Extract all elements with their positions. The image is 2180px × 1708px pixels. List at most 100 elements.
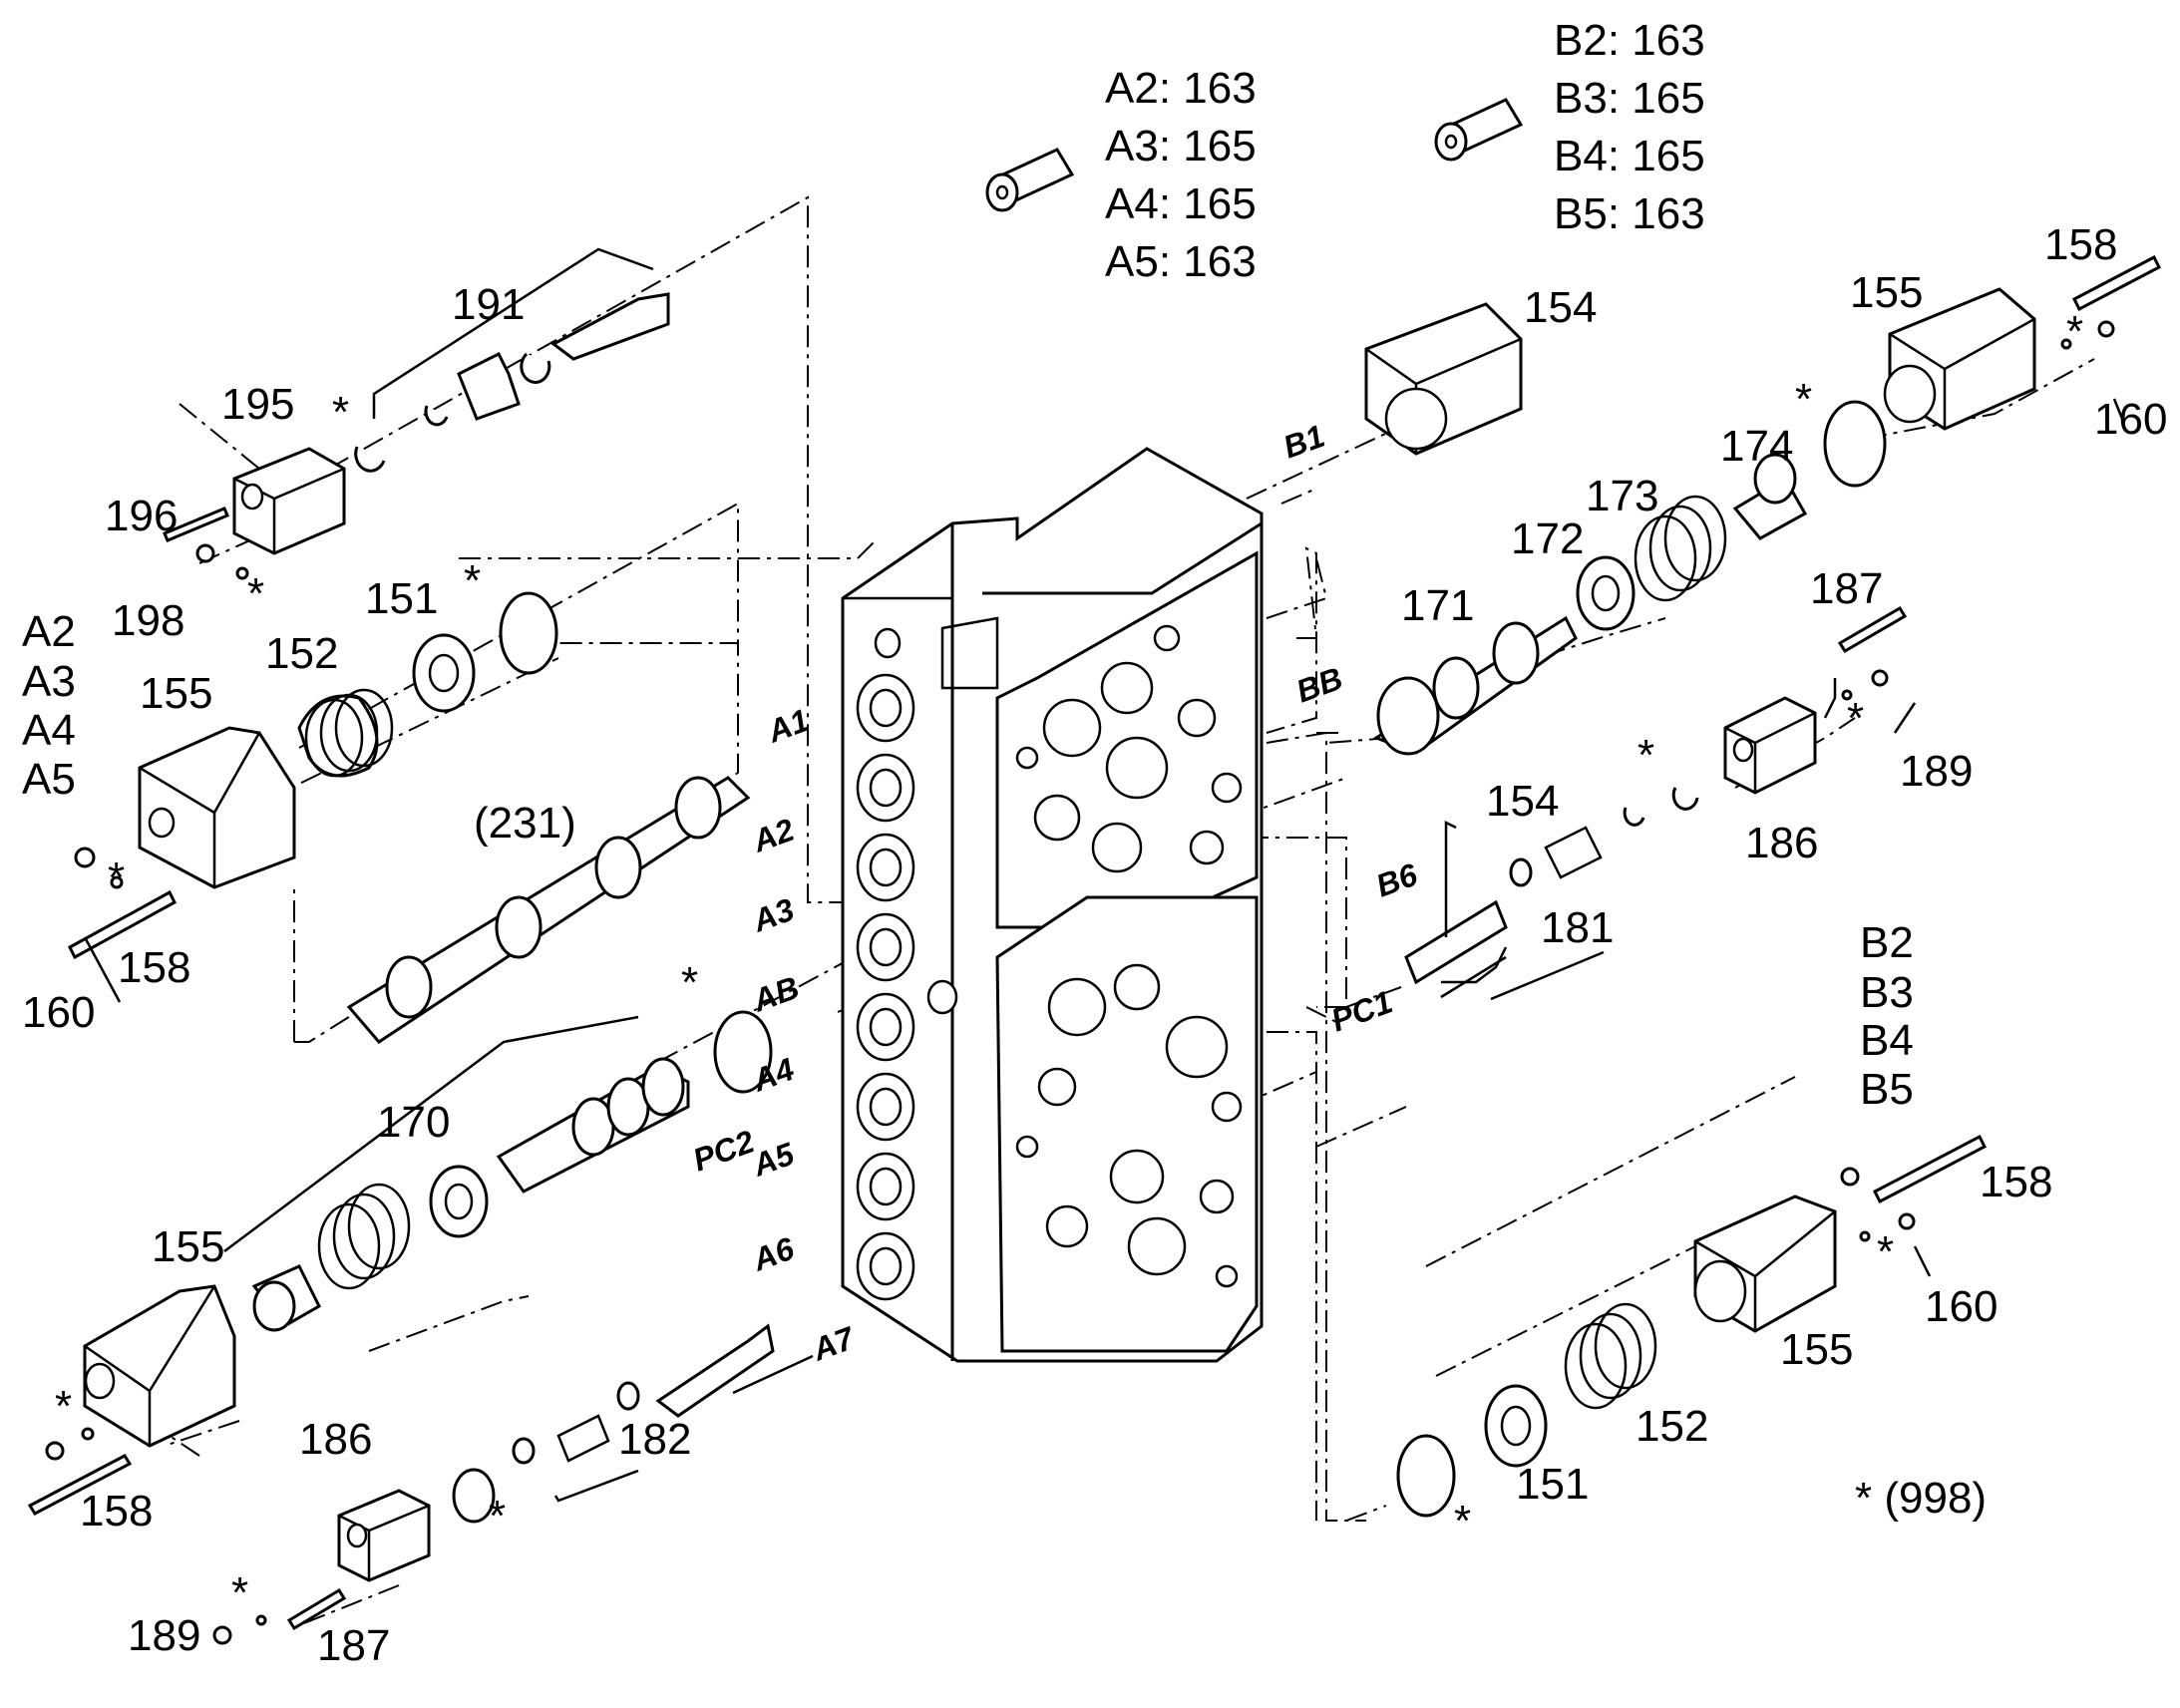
callout-158-upper-left: 158 [118, 943, 190, 992]
callout-158-upper-right: 158 [2044, 220, 2117, 269]
spool-table-B-row-2: B3: 165 [1554, 74, 1705, 123]
callout-154-lower: 154 [1486, 777, 1559, 826]
spool-icon-B [1434, 98, 1524, 162]
callout-195: 195 [221, 380, 294, 429]
callout-155-upper-right: 155 [1850, 268, 1923, 317]
callout-footnote-998: * (998) [1855, 1474, 1987, 1523]
callout-186-left: 186 [299, 1415, 372, 1464]
cap-155-lower-right [1693, 1134, 1987, 1333]
svg-text:*: * [1877, 1227, 1894, 1276]
spool-table-B-row-4: B5: 163 [1554, 189, 1705, 238]
callout-160-left: 160 [22, 988, 95, 1037]
spring-173-174-group [1576, 400, 1887, 631]
svg-text:*: * [247, 569, 264, 618]
spool-table-B-row-3: B4: 165 [1554, 132, 1705, 180]
callout-A2-left: A2 [22, 607, 76, 656]
spool-table-A-row-2: A3: 165 [1105, 122, 1257, 171]
svg-text:*: * [2066, 307, 2083, 356]
callout-189-left: 189 [128, 1611, 200, 1660]
callout-158-lower-right: 158 [1980, 1158, 2052, 1206]
callout-A5-left: A5 [22, 755, 76, 804]
spool-171 [1372, 615, 1578, 756]
asterisk-marks: * * * * * * * * * * * * * * [55, 307, 2083, 1617]
callout-160-lower-right: 160 [1925, 1282, 1998, 1331]
valve-housing [841, 447, 1264, 1363]
spool-table-B: B2: 163 B3: 165 B4: 165 B5: 163 [1554, 16, 1705, 238]
spool-icon-A [985, 148, 1075, 212]
svg-text:*: * [1847, 694, 1864, 743]
port-A5: A5 [747, 1135, 800, 1184]
callout-160-upper-right: 160 [2094, 395, 2167, 444]
spool-table-B-row-1: B2: 163 [1554, 16, 1705, 65]
svg-text:*: * [464, 556, 481, 605]
spring-170-group [251, 1183, 411, 1332]
svg-text:*: * [1637, 731, 1654, 780]
left-port-bores [856, 627, 958, 1301]
callout-189-right: 189 [1900, 747, 1973, 796]
callout-170: 170 [377, 1098, 450, 1147]
port-PC1: PC1 [1326, 983, 1397, 1038]
spring-152-lower [1396, 1302, 1657, 1518]
callout-152-lower: 152 [1635, 1402, 1708, 1451]
callout-174: 174 [1720, 422, 1793, 471]
port-A2: A2 [747, 812, 799, 859]
port-A6: A6 [747, 1230, 799, 1278]
callout-171: 171 [1401, 581, 1474, 630]
svg-text:*: * [489, 1492, 506, 1540]
spool-table-A-row-4: A5: 163 [1105, 237, 1257, 286]
svg-text:*: * [1795, 375, 1812, 424]
port-B6: B6 [1371, 856, 1422, 904]
callout-152-upper: 152 [265, 629, 338, 678]
callout-181: 181 [1541, 903, 1614, 952]
svg-text:*: * [332, 388, 349, 437]
spring-152-upper [297, 688, 394, 778]
face-bores [1015, 624, 1243, 1288]
cap-155-upper-right [1883, 254, 2161, 431]
callout-B3-right: B3 [1860, 968, 1914, 1017]
callout-155-lower-left: 155 [152, 1222, 224, 1271]
callout-182: 182 [618, 1415, 691, 1464]
callout-155-upper-left: 155 [140, 669, 212, 718]
port-A1: A1 [762, 702, 814, 750]
callout-187-left: 187 [317, 1621, 390, 1670]
cap-155-upper-left [68, 726, 296, 960]
callout-A4-left: A4 [22, 706, 76, 755]
spool-table-A-row-3: A4: 165 [1105, 179, 1257, 228]
callout-155-lower-right: 155 [1780, 1325, 1853, 1374]
callout-173: 173 [1586, 472, 1658, 520]
svg-text:*: * [231, 1568, 248, 1617]
callout-231: (231) [474, 799, 576, 848]
port-BB: BB [1291, 660, 1347, 710]
callout-186-right: 186 [1745, 819, 1818, 867]
callout-B5-right: B5 [1860, 1065, 1914, 1114]
solenoid-195-group [163, 292, 670, 580]
port-A3: A3 [747, 891, 799, 939]
svg-text:*: * [108, 854, 125, 902]
cap-154-B1 [1364, 302, 1523, 456]
relief-181-group [1404, 605, 1908, 985]
spool-231 [346, 776, 751, 1044]
callout-158-lower-left: 158 [80, 1487, 153, 1536]
callout-196: 196 [105, 492, 178, 540]
callout-154-upper: 154 [1524, 283, 1597, 332]
spool-table-A-row-1: A2: 163 [1105, 64, 1257, 113]
cap-155-lower-left [27, 1284, 236, 1516]
callout-labels: 191 195 196 198 151 152 155 A2 A3 A4 A5 … [22, 220, 2167, 1670]
svg-text:*: * [55, 1382, 72, 1431]
callout-191: 191 [452, 280, 525, 329]
callout-198: 198 [112, 596, 184, 645]
callout-A3-left: A3 [22, 657, 76, 706]
port-A7: A7 [807, 1319, 861, 1368]
callout-151-upper: 151 [365, 574, 438, 623]
svg-text:*: * [1454, 1497, 1471, 1545]
relief-182-group [212, 1323, 775, 1645]
port-B1: B1 [1278, 418, 1329, 466]
callout-172: 172 [1511, 514, 1584, 563]
spool-170 [429, 1010, 773, 1238]
callout-151-lower: 151 [1516, 1460, 1589, 1509]
callout-B2-right: B2 [1860, 918, 1914, 967]
callout-187-right: 187 [1810, 564, 1883, 613]
retainer-151-upper [412, 591, 558, 713]
callout-brackets [83, 247, 2126, 1503]
